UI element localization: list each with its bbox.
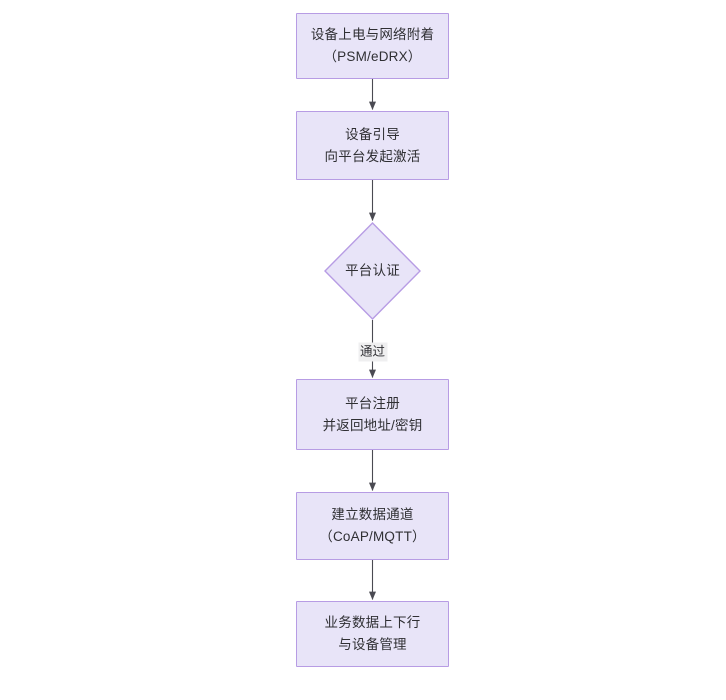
- node-label-line: （CoAP/MQTT）: [319, 529, 426, 544]
- node-label-line: 建立数据通道: [331, 507, 414, 522]
- node-establish-data-channel[interactable]: 建立数据通道 （CoAP/MQTT）: [296, 492, 449, 560]
- node-platform-authentication[interactable]: 平台认证: [324, 222, 421, 320]
- node-platform-registration[interactable]: 平台注册 并返回地址/密钥: [296, 379, 449, 450]
- node-label-line: 平台注册: [345, 395, 400, 411]
- node-device-bootstrap[interactable]: 设备引导 向平台发起激活: [296, 111, 449, 180]
- edge-label-pass: 通过: [357, 342, 388, 362]
- node-label-line: 并返回地址/密钥: [322, 417, 423, 433]
- node-label-line: 设备上电与网络附着: [310, 27, 435, 42]
- diamond-shape: [324, 222, 421, 320]
- node-label-line: （PSM/eDRX）: [323, 49, 422, 64]
- node-service-data-and-management[interactable]: 业务数据上下行 与设备管理: [296, 601, 449, 667]
- node-label-line: 平台认证: [345, 263, 400, 278]
- node-label-line: 设备引导: [345, 126, 400, 142]
- node-label-line: 向平台发起激活: [324, 148, 421, 164]
- node-label-line: 与设备管理: [338, 637, 407, 652]
- node-label-line: 业务数据上下行: [324, 615, 421, 630]
- node-device-power-on[interactable]: 设备上电与网络附着 （PSM/eDRX）: [296, 13, 449, 79]
